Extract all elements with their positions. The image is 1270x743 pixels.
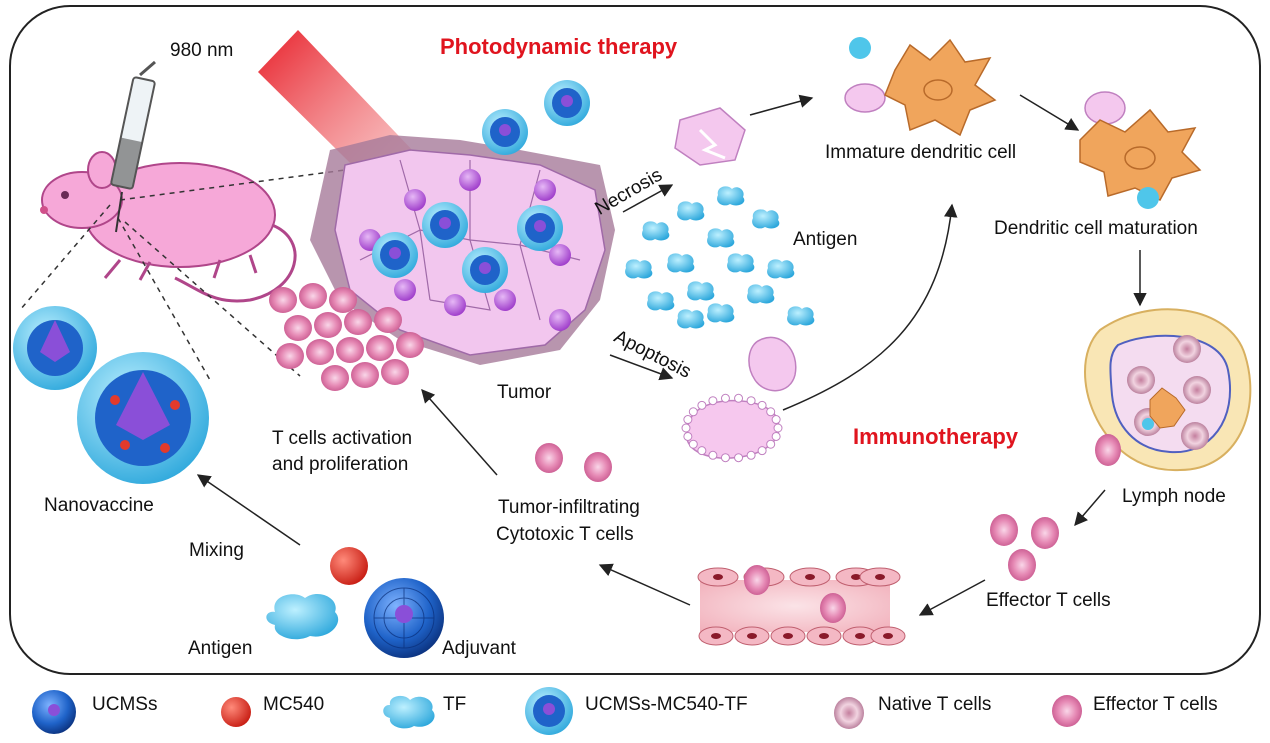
ucmss-icon <box>32 690 76 734</box>
legend-label-tf: TF <box>443 694 467 715</box>
effector-t-cells-group <box>990 514 1059 581</box>
t-cell-activation-label-line1: T cells activation <box>272 428 413 449</box>
apoptotic-fragment <box>748 336 797 392</box>
mc540-icon <box>221 697 251 727</box>
t-cell <box>329 287 357 313</box>
native-t-cell-icon <box>834 697 864 729</box>
antigen-bottom-label: Antigen <box>188 638 253 659</box>
antigen-cloud <box>667 253 695 273</box>
flow-arrows <box>196 94 1147 616</box>
antigen-cloud <box>767 259 795 279</box>
immature-dendritic-cell-icon <box>844 37 997 137</box>
antigen-cloud <box>677 201 705 221</box>
exiting-effector-t-cell <box>1095 434 1121 466</box>
tumor-label: Tumor <box>497 382 552 403</box>
t-cell <box>336 337 364 363</box>
legend-label-mc540: MC540 <box>263 694 325 715</box>
mouse-icon <box>40 151 297 303</box>
zoom-guides <box>19 169 346 381</box>
t-cell <box>366 335 394 361</box>
antigen-cloud <box>727 253 755 273</box>
tumor-infiltrating-t-cells <box>535 443 612 482</box>
nanovaccine-label: Nanovaccine <box>44 495 154 516</box>
antigen-clouds <box>625 186 815 329</box>
necrosis-debris <box>674 107 746 166</box>
immature-dendritic-cell-label: Immature dendritic cell <box>825 142 1017 163</box>
t-cell <box>276 343 304 369</box>
legend <box>32 687 1082 735</box>
mature-dendritic-cell-icon <box>1079 91 1202 209</box>
adjuvant-particle <box>364 578 444 658</box>
antigen-cloud <box>717 186 745 206</box>
ucmss-mc540-tf-icon <box>525 687 573 735</box>
t-cell <box>284 315 312 341</box>
nanovaccine-small-particle <box>13 306 97 390</box>
antigen-cloud <box>752 209 780 229</box>
nanovaccine-large-particle <box>77 352 209 484</box>
t-cell-activation-label-line2: and proliferation <box>272 454 409 475</box>
t-cell <box>306 339 334 365</box>
photodynamic-therapy-title: Photodynamic therapy <box>440 34 678 59</box>
mc540-particle <box>330 547 368 585</box>
blood-vessel-icon <box>697 565 906 646</box>
antigen-cloud <box>707 228 735 248</box>
lymph-node-label: Lymph node <box>1122 486 1226 507</box>
effector-t-cells-label: Effector T cells <box>986 590 1111 611</box>
legend-label-ucmss-mc540-tf: UCMSs-MC540-TF <box>585 694 748 715</box>
legend-label-native-t-cells: Native T cells <box>878 694 992 715</box>
antigen-cloud <box>687 281 715 301</box>
antigen-cloud <box>625 259 653 279</box>
antigen-label: Antigen <box>793 229 858 250</box>
t-cell <box>374 307 402 333</box>
t-cell <box>314 312 342 338</box>
antigen-cloud-bottom <box>266 593 339 640</box>
tumor-nanoparticles <box>372 80 590 293</box>
t-cell <box>344 309 372 335</box>
t-cell <box>396 332 424 358</box>
t-cell <box>381 359 409 385</box>
antigen-cloud <box>677 309 705 329</box>
antigen-cloud <box>707 303 735 323</box>
frame <box>9 5 1261 675</box>
tumor-infiltrating-label-line2: Cytotoxic T cells <box>496 524 634 545</box>
mixing-label: Mixing <box>189 540 244 561</box>
lymph-node-icon <box>1084 308 1252 472</box>
immunotherapy-title: Immunotherapy <box>853 424 1019 449</box>
adjuvant-label: Adjuvant <box>442 638 516 659</box>
legend-label-effector-t-cells: Effector T cells <box>1093 694 1218 715</box>
antigen-cloud <box>642 221 670 241</box>
legend-label-ucmss: UCMSs <box>92 694 158 715</box>
effector-t-cell-icon <box>1052 695 1082 727</box>
t-cell <box>299 283 327 309</box>
antigen-cloud <box>747 284 775 304</box>
tf-icon <box>383 695 435 729</box>
t-cell <box>321 365 349 391</box>
apoptotic-cell <box>681 393 783 463</box>
antigen-cloud <box>787 306 815 326</box>
t-cell <box>351 362 379 388</box>
dendritic-cell-maturation-label: Dendritic cell maturation <box>994 218 1198 239</box>
antigen-cloud <box>647 291 675 311</box>
t-cell-cluster <box>269 283 424 391</box>
laser-wavelength-label: 980 nm <box>170 40 234 61</box>
syringe-icon <box>110 60 156 233</box>
t-cell <box>269 287 297 313</box>
tumor-infiltrating-label-line1: Tumor-infiltrating <box>498 497 640 518</box>
